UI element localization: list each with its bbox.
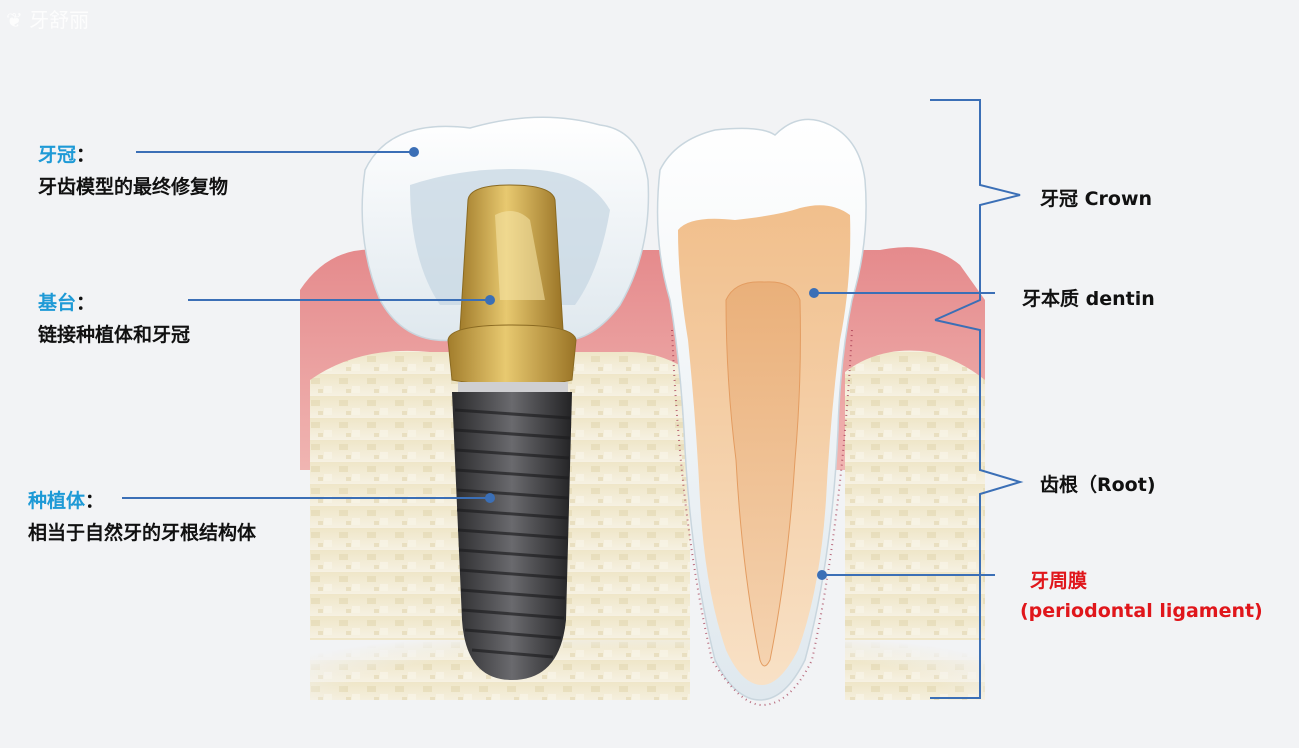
abutment-pointer-dot (485, 295, 495, 305)
implant-colon: ： (85, 490, 105, 512)
implant-title: 种植体 (28, 490, 86, 512)
implant-threads (454, 408, 571, 659)
tooth-logo-icon: ❦ (6, 8, 23, 32)
crown-right-label: 牙冠 Crown (1040, 188, 1153, 210)
crown-title: 牙冠 (38, 144, 77, 166)
root-label: 齿根（Root) (1040, 474, 1156, 496)
left-leader-lines (122, 151, 490, 499)
right-leader-lines (814, 292, 995, 576)
crown-description: 牙齿模型的最终修复物 (38, 176, 229, 198)
watermark-logo: ❦ 牙舒丽 (6, 4, 89, 33)
crown-colon: ： (76, 144, 96, 166)
periodontal-ligament (671, 329, 853, 707)
implant-description: 相当于自然牙的牙根结构体 (28, 522, 257, 544)
pdl-label-cn: 牙周膜 (1030, 570, 1088, 592)
abutment-colon: ： (76, 292, 96, 314)
dentin-label: 牙本质 dentin (1022, 288, 1155, 310)
abutment-label-title: 基台： (38, 288, 95, 315)
implant-pointer-dot (485, 493, 495, 503)
watermark-text: 牙舒丽 (29, 8, 90, 32)
pdl-label-en: (periodontal ligament) (1020, 600, 1263, 622)
crown-pointer-dot (409, 147, 419, 157)
implant-fixture (452, 392, 572, 680)
abutment-description: 链接种植体和牙冠 (38, 324, 191, 346)
implant-label-title: 种植体： (28, 486, 104, 513)
root-brace (930, 319, 1024, 699)
dentin-pointer-dot (809, 288, 819, 298)
crown-label-title: 牙冠： (38, 140, 95, 167)
pulp (725, 281, 801, 667)
pdl-pointer-dot (817, 570, 827, 580)
crown-brace (930, 99, 1021, 321)
abutment-title: 基台 (38, 292, 77, 314)
jaw-bone-right (845, 350, 985, 700)
